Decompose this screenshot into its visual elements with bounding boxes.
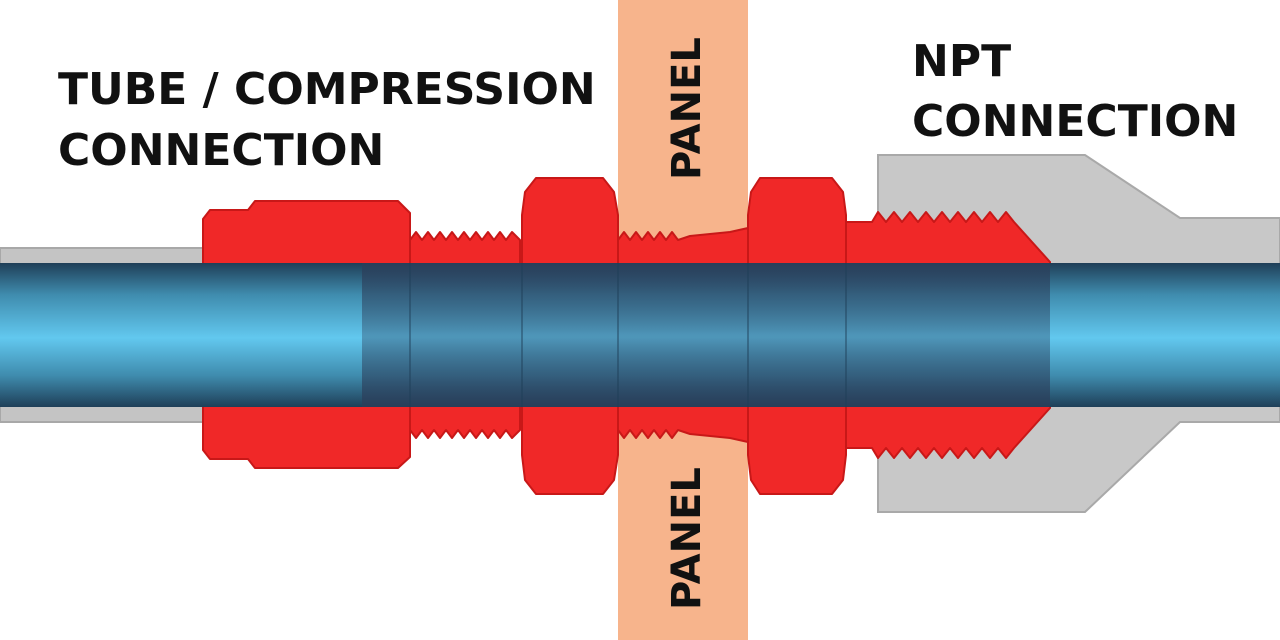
panel-label-bottom: PANEL [664,467,710,610]
section-seams [409,263,847,407]
npt-label-line2: CONNECTION [912,96,1238,147]
npt-label-line1: NPT [912,36,1011,87]
panel-label-top: PANEL [664,37,710,180]
tube-compression-label-line1: TUBE / COMPRESSION [58,64,596,115]
fluid-inside-fitting [362,263,1050,407]
tube-compression-label-line2: CONNECTION [58,125,384,176]
